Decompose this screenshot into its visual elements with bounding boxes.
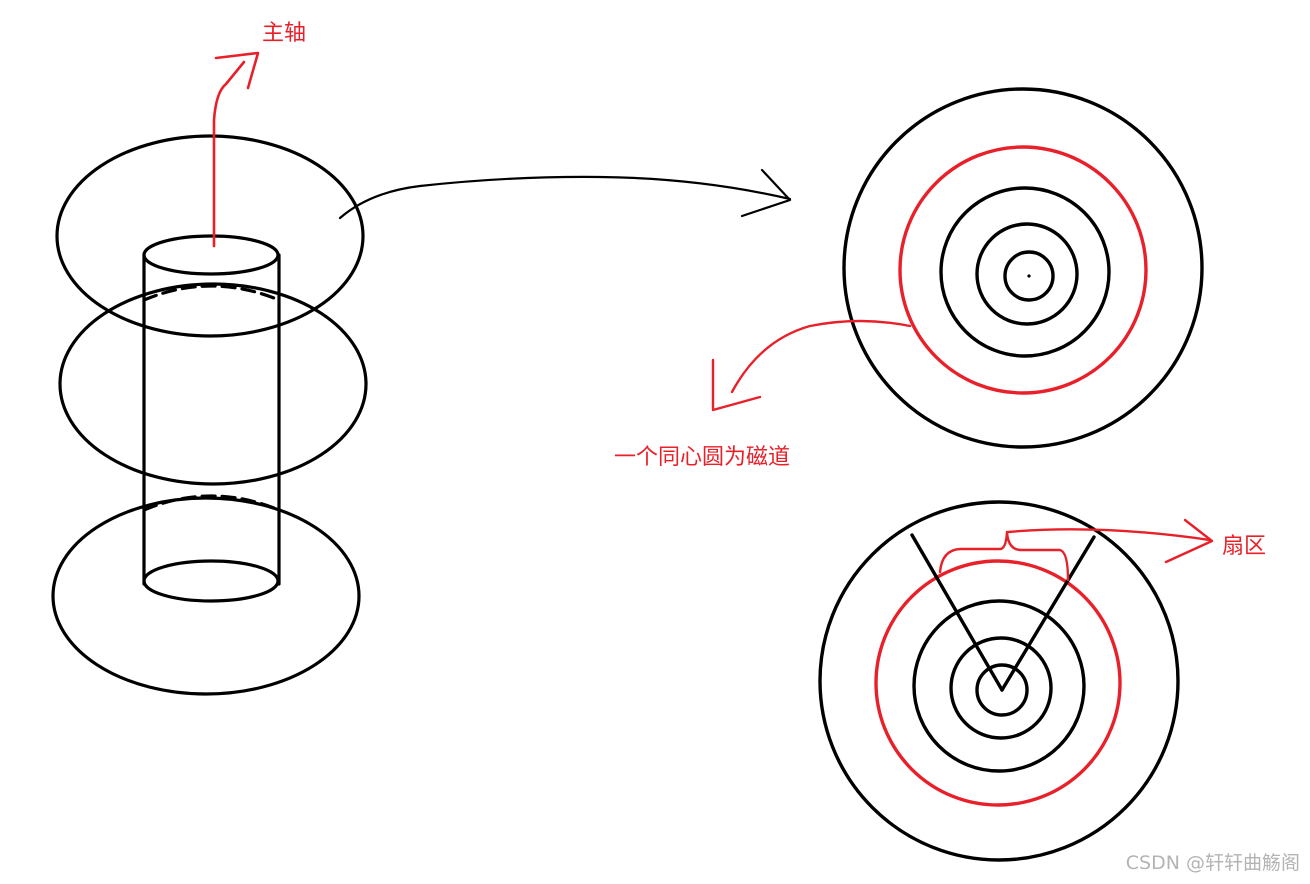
spindle-hidden-arc-1	[142, 284, 281, 302]
sector-highlighted-track	[874, 559, 1122, 807]
sector-ring-3	[912, 599, 1086, 773]
spindle-bottom-cap	[142, 559, 280, 603]
watermark: CSDN @轩轩曲觞阁	[1126, 852, 1300, 874]
track-center-dot	[1027, 274, 1031, 278]
sector-arrow	[938, 518, 1214, 582]
platter-top	[55, 134, 365, 338]
spindle-label: 主轴	[262, 21, 306, 46]
track-view	[842, 87, 1204, 449]
track-highlighted	[898, 145, 1148, 395]
sector-outer-disk	[818, 500, 1180, 862]
platter-bottom	[51, 496, 361, 696]
track-ring-3	[939, 186, 1111, 358]
track-arrow	[711, 319, 912, 412]
track-label: 一个同心圆为磁道	[614, 445, 790, 470]
sector-edge-left	[910, 533, 1004, 692]
platter-stack	[51, 134, 368, 696]
sector-ring-2	[949, 636, 1053, 740]
sector-view	[818, 500, 1180, 862]
spindle-top-cap	[142, 234, 280, 276]
sector-edge-right	[1000, 535, 1096, 692]
track-outer-disk	[842, 87, 1204, 449]
spindle-arrow	[212, 51, 260, 248]
track-ring-1	[1003, 250, 1055, 302]
platter-middle	[58, 282, 368, 486]
sector-label: 扇区	[1222, 534, 1266, 559]
platter-to-track-arrow	[338, 168, 792, 220]
spindle-hidden-arc-2	[142, 494, 281, 512]
sector-ring-1	[975, 663, 1029, 717]
spindle-cylinder	[142, 234, 281, 603]
track-ring-2	[975, 222, 1079, 326]
